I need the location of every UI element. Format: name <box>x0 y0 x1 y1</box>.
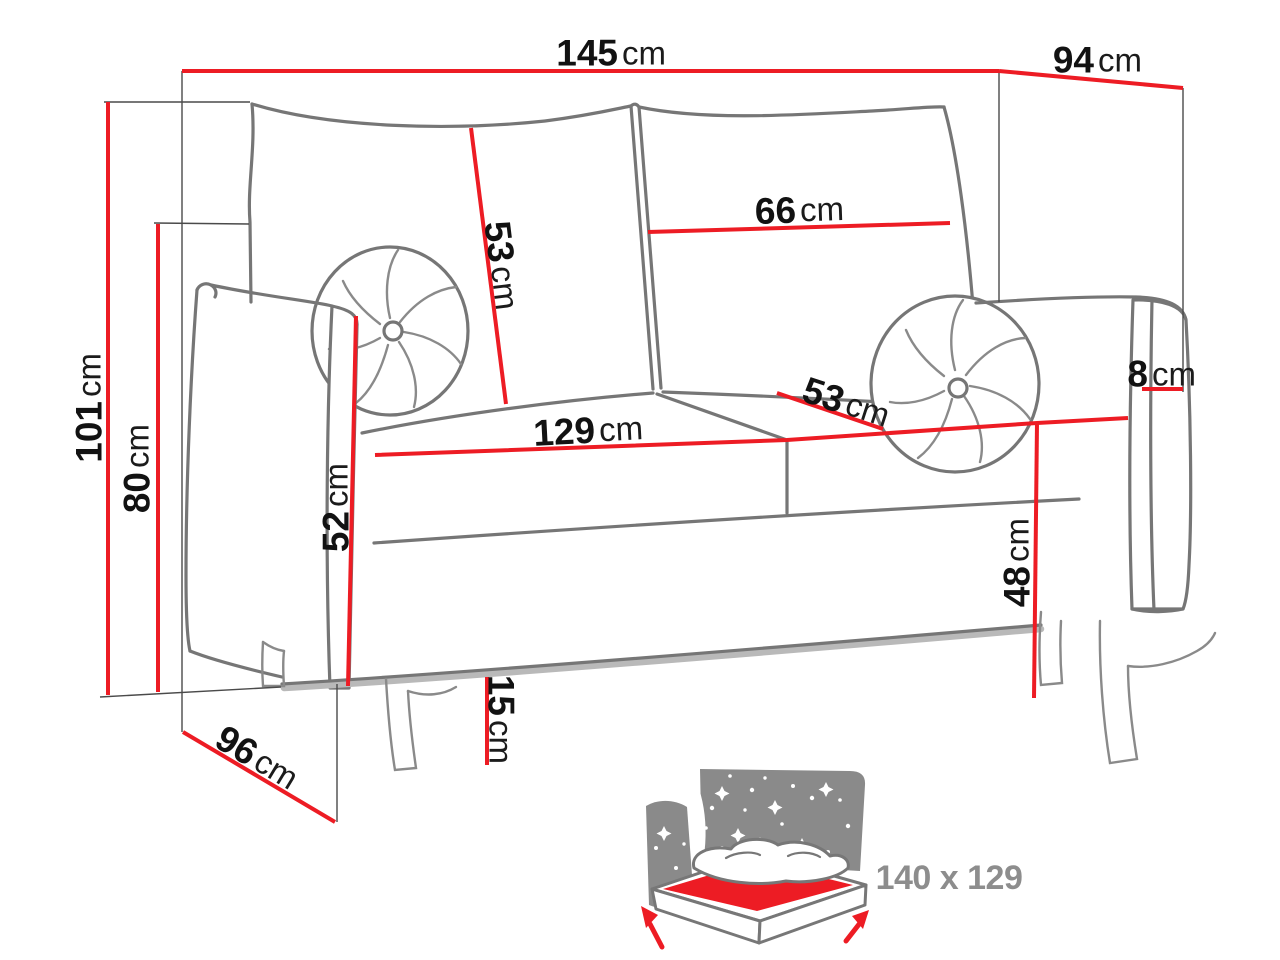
dim-line-back-cushion-width <box>647 221 951 234</box>
dim-line-seat-height <box>1032 422 1039 699</box>
front-right-leg <box>1098 619 1217 765</box>
svg-text:cm: cm <box>119 424 156 468</box>
svg-text:52: 52 <box>316 511 357 552</box>
right-armrest <box>974 295 1193 614</box>
back-cushions <box>247 102 975 391</box>
svg-text:cm: cm <box>318 463 355 507</box>
sofa-legs <box>261 610 1217 772</box>
dim-line-back-cushion-height <box>469 127 508 405</box>
svg-text:53: 53 <box>476 219 522 265</box>
svg-text:80: 80 <box>117 472 158 513</box>
label-width-total-num: 145 <box>556 33 618 74</box>
left-pillow-button <box>382 320 404 342</box>
svg-text:cm: cm <box>799 190 844 229</box>
label-width-total: 145 cm <box>556 33 666 74</box>
svg-text:101: 101 <box>69 401 110 463</box>
dim-line-depth-base <box>181 730 337 824</box>
dimension-lines <box>106 69 1184 824</box>
svg-text:129: 129 <box>532 410 596 454</box>
sofa-drawing <box>184 102 1217 772</box>
svg-text:cm: cm <box>484 264 526 312</box>
svg-text:8: 8 <box>1127 354 1148 395</box>
label-armrest-height: 52 cm <box>316 463 357 552</box>
dim-line-seat-depth <box>776 391 884 431</box>
svg-text:cm: cm <box>1152 356 1196 393</box>
svg-text:94: 94 <box>1053 40 1095 81</box>
front-left-leg <box>384 677 458 772</box>
unfold-arrows-icon <box>641 906 869 950</box>
svg-text:66: 66 <box>754 190 797 232</box>
svg-text:cm: cm <box>999 518 1036 562</box>
right-pillow-swirl <box>888 298 1032 464</box>
sofa-base <box>280 497 1081 692</box>
moonlight-swoosh-icon <box>678 764 706 872</box>
svg-text:48: 48 <box>997 566 1038 607</box>
right-round-pillow <box>869 294 1041 474</box>
label-armrest-width: 8 cm <box>1127 354 1196 395</box>
label-width-total-unit: cm <box>622 35 666 72</box>
svg-text:15: 15 <box>481 675 522 716</box>
sofa-bed-sleeping-area-icon <box>641 764 869 950</box>
label-height-backrest: 80 cm <box>117 424 158 513</box>
label-depth-top: 94 cm <box>1053 40 1142 81</box>
dim-line-seat-width <box>374 416 1129 457</box>
rear-right-leg <box>1038 610 1064 687</box>
label-seat-width: 129 cm <box>532 409 644 454</box>
label-back-cushion-width: 66 cm <box>754 190 844 232</box>
label-leg-height: 15 cm <box>481 675 522 764</box>
svg-text:cm: cm <box>71 353 108 397</box>
dim-line-armrest-height <box>346 315 358 687</box>
dim-line-depth-top <box>998 69 1184 90</box>
svg-text:cm: cm <box>1098 42 1142 79</box>
mattress-icon <box>650 837 868 945</box>
svg-text:cm: cm <box>483 720 520 764</box>
duvet-icon <box>692 837 850 885</box>
label-back-cushion-height: 53 cm <box>476 219 526 312</box>
svg-text:cm: cm <box>598 409 644 448</box>
left-pillow-swirl <box>327 248 463 409</box>
right-pillow-button <box>947 377 969 399</box>
label-depth-base: 96 cm <box>208 717 305 796</box>
sleeping-area-size-label: 140 x 129 <box>876 859 1023 897</box>
label-seat-height: 48 cm <box>997 518 1038 607</box>
rear-left-leg <box>261 640 286 688</box>
label-height-total: 101 cm <box>69 353 110 463</box>
extension-lines <box>99 71 1184 822</box>
